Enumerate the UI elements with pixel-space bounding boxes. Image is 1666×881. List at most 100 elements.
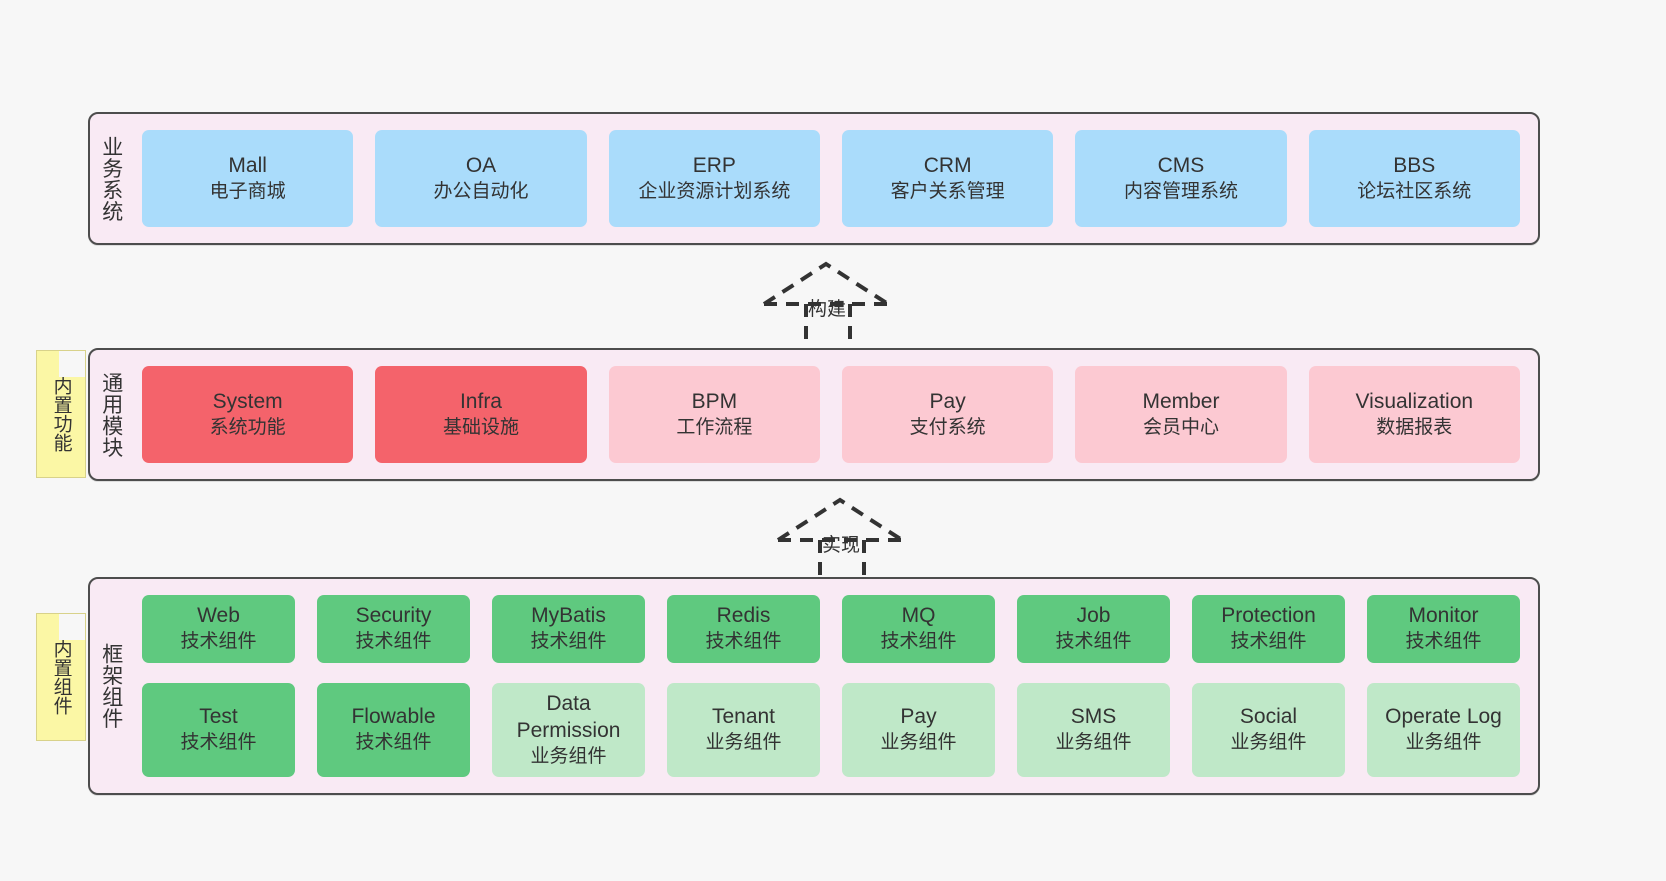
card-data-permission[interactable]: Data Permission 业务组件 [492,682,645,777]
card-bpm[interactable]: BPM 工作流程 [608,366,820,463]
card-data-permission-en: Data Permission [516,691,621,742]
card-pay-component[interactable]: Pay 业务组件 [842,682,995,777]
card-cms-cn: 内容管理系统 [1123,180,1238,202]
card-infra[interactable]: Infra 基础设施 [375,366,587,463]
card-bbs-cn: 论坛社区系统 [1357,180,1472,202]
connector-implement-label: 实现 [822,535,861,556]
card-security-en: Security [355,604,432,628]
card-mall[interactable]: Mall 电子商城 [142,130,354,227]
card-tenant[interactable]: Tenant 业务组件 [667,682,820,777]
card-member-cn: 会员中心 [1142,416,1219,438]
card-security[interactable]: Security 技术组件 [317,595,470,663]
card-web-cn: 技术组件 [180,631,257,653]
card-security-cn: 技术组件 [355,631,432,653]
card-tenant-en: Tenant [711,705,776,729]
card-mq[interactable]: MQ 技术组件 [842,595,995,663]
card-crm-en: CRM [923,153,972,177]
card-cms[interactable]: CMS 内容管理系统 [1075,130,1287,227]
card-social-en: Social [1239,705,1298,729]
card-test[interactable]: Test 技术组件 [142,682,295,777]
card-row-business-components: Test 技术组件 Flowable 技术组件 Data Permission … [142,682,1520,777]
card-container-framework-component: Web 技术组件 Security 技术组件 MyBatis 技术组件 Redi… [132,579,1538,793]
layer-title-framework-component: 框架组件 [99,643,123,729]
card-infra-en: Infra [459,389,502,413]
card-pay-module-cn: 支付系统 [909,416,986,438]
card-pay-component-en: Pay [900,705,937,729]
card-tenant-cn: 业务组件 [705,732,782,754]
card-job[interactable]: Job 技术组件 [1017,595,1170,663]
card-monitor[interactable]: Monitor 技术组件 [1367,595,1520,663]
card-erp[interactable]: ERP 企业资源计划系统 [608,130,820,227]
card-mall-cn: 电子商城 [209,180,286,202]
card-operate-log-cn: 业务组件 [1405,732,1482,754]
card-visualization-en: Visualization [1355,389,1474,413]
note-builtin-component[interactable]: 内置组件 [36,613,86,741]
card-pay-module[interactable]: Pay 支付系统 [841,366,1054,463]
connector-implement: 实现 [772,497,922,588]
card-social-cn: 业务组件 [1230,732,1307,754]
card-oa-en: OA [465,153,497,177]
card-crm-cn: 客户关系管理 [890,180,1005,202]
card-flowable-en: Flowable [351,705,436,729]
layer-panel-common-module[interactable]: 通用模块 System 系统功能 Infra 基础设施 BPM 工作流程 Pay… [88,348,1540,481]
card-redis-cn: 技术组件 [705,631,782,653]
note-builtin-function[interactable]: 内置功能 [36,350,86,478]
card-redis[interactable]: Redis 技术组件 [667,595,820,663]
card-system[interactable]: System 系统功能 [142,366,354,463]
connector-build: 构建 [758,261,908,352]
arrow-head-triangle [776,497,904,542]
card-protection[interactable]: Protection 技术组件 [1192,595,1345,663]
card-bbs[interactable]: BBS 论坛社区系统 [1308,130,1520,227]
card-operate-log-en: Operate Log [1385,705,1502,729]
card-system-en: System [212,389,283,413]
layer-panel-business-system[interactable]: 业务系统 Mall 电子商城 OA 办公自动化 ERP 企业资源计划系统 CRM… [88,112,1540,245]
card-mybatis-cn: 技术组件 [530,631,607,653]
card-cms-en: CMS [1157,153,1205,177]
card-member-en: Member [1142,389,1220,413]
card-monitor-en: Monitor [1408,604,1479,628]
card-infra-cn: 基础设施 [442,416,519,438]
card-social[interactable]: Social 业务组件 [1192,682,1345,777]
layer-title-business-system: 业务系统 [99,135,123,222]
card-visualization-cn: 数据报表 [1376,416,1453,438]
note-fold-builtin-function [59,351,85,377]
card-web[interactable]: Web 技术组件 [142,595,295,663]
card-mall-en: Mall [228,153,267,177]
card-test-cn: 技术组件 [180,732,257,754]
card-mybatis[interactable]: MyBatis 技术组件 [492,595,645,663]
connector-build-label: 构建 [808,299,847,320]
card-sms-en: SMS [1070,705,1117,729]
card-member[interactable]: Member 会员中心 [1075,366,1287,463]
note-builtin-component-label: 内置组件 [50,639,72,715]
card-pay-module-en: Pay [929,389,966,413]
card-container-business-system: Mall 电子商城 OA 办公自动化 ERP 企业资源计划系统 CRM 客户关系… [132,114,1538,243]
card-visualization[interactable]: Visualization 数据报表 [1308,366,1520,463]
card-mybatis-en: MyBatis [531,604,606,628]
card-flowable[interactable]: Flowable 技术组件 [317,682,470,777]
layer-panel-framework-component[interactable]: 框架组件 Web 技术组件 Security 技术组件 MyBatis 技术组件… [88,577,1540,795]
layer-title-common-module: 通用模块 [99,371,123,458]
card-flowable-cn: 技术组件 [355,732,432,754]
card-pay-component-cn: 业务组件 [880,732,957,754]
card-sms-cn: 业务组件 [1055,732,1132,754]
card-mq-en: MQ [901,604,936,628]
card-oa[interactable]: OA 办公自动化 [375,130,587,227]
card-operate-log[interactable]: Operate Log 业务组件 [1367,682,1520,777]
arrow-head-triangle [762,261,890,306]
card-container-common-module: System 系统功能 Infra 基础设施 BPM 工作流程 Pay 支付系统… [132,350,1538,479]
card-bpm-cn: 工作流程 [676,416,753,438]
note-builtin-function-label: 内置功能 [50,376,72,452]
card-crm[interactable]: CRM 客户关系管理 [841,130,1054,227]
card-protection-cn: 技术组件 [1230,631,1307,653]
card-row-tech-components: Web 技术组件 Security 技术组件 MyBatis 技术组件 Redi… [142,595,1520,663]
card-job-cn: 技术组件 [1055,631,1132,653]
card-redis-en: Redis [716,604,771,628]
card-mq-cn: 技术组件 [880,631,957,653]
note-fold-builtin-component [59,614,85,640]
card-system-cn: 系统功能 [209,416,286,438]
card-erp-cn: 企业资源计划系统 [638,180,791,202]
card-sms[interactable]: SMS 业务组件 [1017,682,1170,777]
card-bbs-en: BBS [1393,153,1436,177]
card-job-en: Job [1076,604,1111,628]
